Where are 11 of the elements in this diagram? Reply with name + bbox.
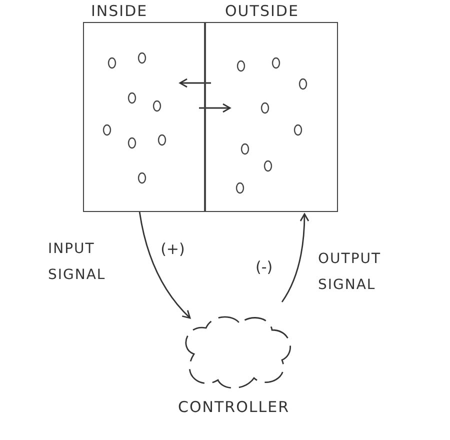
arrow	[199, 103, 231, 113]
signal-label: INPUT SIGNAL	[48, 240, 107, 285]
edge-label: (+)	[160, 240, 186, 258]
heading: OUTSIDE	[225, 2, 299, 20]
edge-label: (-)	[254, 258, 274, 276]
node-label: CONTROLLER	[178, 398, 290, 416]
arrow	[281, 213, 310, 302]
arrow	[138, 212, 191, 319]
signal-label: OUTPUT SIGNAL	[318, 250, 382, 295]
arrow	[179, 78, 211, 88]
heading: INSIDE	[91, 2, 148, 20]
